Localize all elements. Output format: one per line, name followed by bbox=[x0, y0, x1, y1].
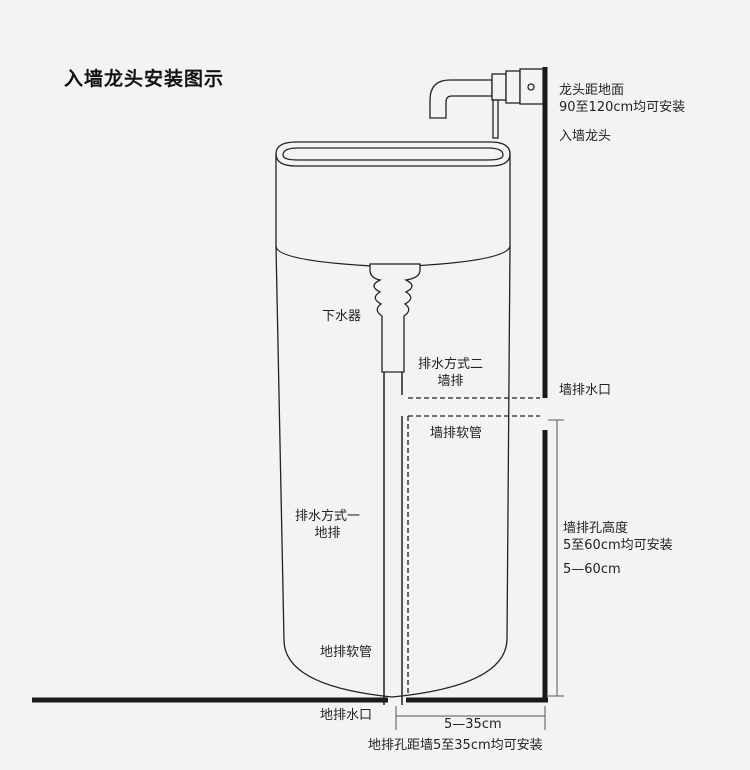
pedestal-basin bbox=[275, 141, 511, 698]
wall-faucet-icon bbox=[429, 68, 544, 139]
wall-faucet-label: 入墙龙头 bbox=[559, 129, 612, 144]
floor-drain-outlet-label: 地排水口 bbox=[320, 708, 373, 723]
drain-fitting-icon bbox=[369, 263, 421, 373]
faucet-height-label: 龙头距地面 90至120cm均可安装 bbox=[559, 83, 686, 115]
drain-fitting-label: 下水器 bbox=[322, 309, 362, 324]
wall-drain-hose bbox=[407, 397, 540, 695]
wall-hole-height-label: 墙排孔高度 5至60cm均可安装 bbox=[563, 521, 673, 553]
floor-distance-range-label: 5—35cm bbox=[444, 717, 502, 732]
wall-hole-range-label: 5—60cm bbox=[563, 562, 621, 577]
wall-drain-outlet-label: 墙排水口 bbox=[559, 383, 612, 398]
wall-drain-hose-label: 墙排软管 bbox=[430, 426, 483, 441]
method1-label: 排水方式一 地排 bbox=[295, 509, 361, 541]
floor-distance-note-label: 地排孔距墙5至35cm均可安装 bbox=[368, 738, 543, 753]
floor-distance-dimension bbox=[395, 706, 546, 730]
floor-drain-hose-label: 地排软管 bbox=[320, 645, 373, 660]
diagram-title: 入墙龙头安装图示 bbox=[64, 68, 225, 90]
floor-drain-pipe bbox=[383, 372, 403, 705]
method2-label: 排水方式二 墙排 bbox=[418, 357, 484, 389]
wall-hole-height-dimension bbox=[548, 419, 564, 697]
